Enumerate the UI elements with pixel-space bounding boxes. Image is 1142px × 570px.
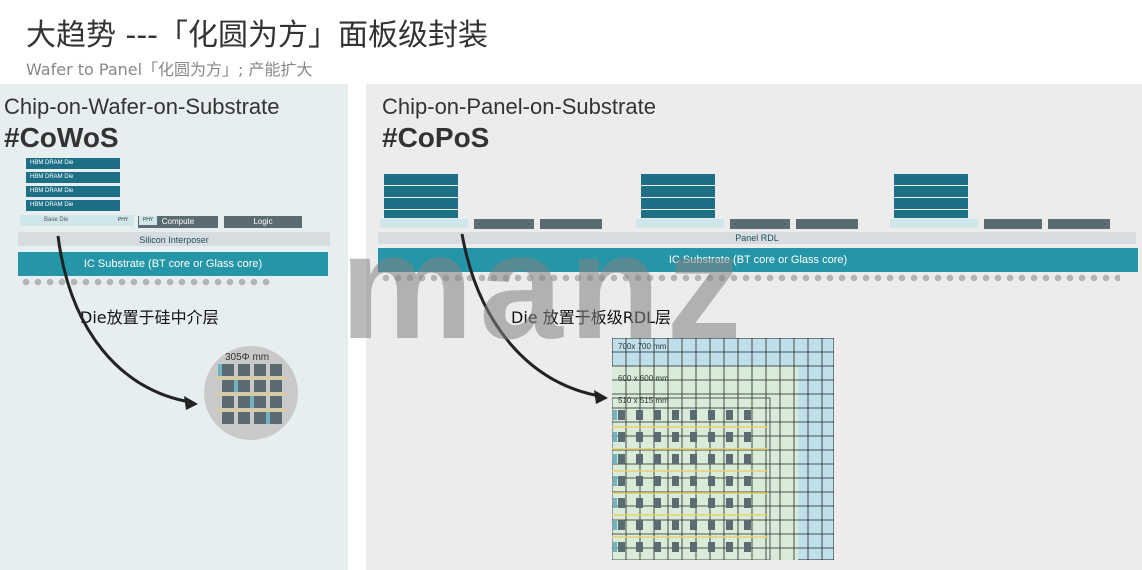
copos-arrow (460, 233, 608, 404)
copos-logic-2 (796, 219, 858, 229)
copos-logic-3 (1048, 219, 1110, 229)
watermark-logo: manz (340, 202, 748, 370)
copos-caption: Die 放置于板级RDL层 (511, 308, 672, 327)
compute-die: Compute (138, 216, 218, 228)
cowos-arrow (56, 235, 198, 410)
wafer-circle (204, 346, 298, 440)
copos-hbm-stack-2 (641, 174, 715, 185)
copos-base-die-2 (636, 219, 724, 228)
copos-hbm-stack-1 (384, 174, 458, 185)
copos-hbm-stack-1 (384, 186, 458, 197)
cowos-tag: #CoWoS (4, 122, 119, 153)
hbm-die-2: HBM DRAM Die (26, 172, 120, 183)
copos-hbm-stack-3 (894, 210, 968, 218)
page-subtitle: Wafer to Panel「化圆为方」; 产能扩大 (26, 60, 313, 79)
copos-substrate: IC Substrate (BT core or Glass core) (378, 248, 1138, 272)
copos-hbm-stack-1 (384, 198, 458, 209)
cowos-caption: Die放置于硅中介层 (80, 308, 219, 327)
hbm-die-1: HBM DRAM Die (26, 158, 120, 169)
page-title: 大趋势 ---「化圆为方」面板级封装 (26, 18, 489, 53)
wafer-die-grid (216, 364, 286, 424)
copos-hbm-stack-2 (641, 210, 715, 218)
copos-compute-2 (730, 219, 790, 229)
copos-hbm-stack-1 (384, 210, 458, 218)
copos-heading: Chip-on-Panel-on-Substrate (382, 94, 656, 119)
size-label-700: 700x 700 mm (618, 342, 667, 351)
hbm-die-4: HBM DRAM Die (26, 200, 120, 211)
copos-logic-1 (540, 219, 602, 229)
size-label-600: 600 x 600 mm (618, 374, 669, 383)
cowos-solder-balls (20, 278, 270, 286)
wafer-size-label: 305Φ mm (225, 352, 270, 363)
copos-hbm-stack-3 (894, 174, 968, 185)
logic-die: Logic (224, 216, 302, 228)
copos-hbm-stack-3 (894, 198, 968, 209)
copos-hbm-stack-3 (894, 186, 968, 197)
panel-grid-svg (611, 337, 835, 561)
base-die: Base Die (20, 215, 134, 226)
panel-size-grid: 700x 700 mm 600 x 600 mm 510 x 515 mm (611, 337, 835, 561)
size-label-510: 510 x 515 mm (618, 396, 669, 405)
panel-rdl: Panel RDL (378, 232, 1136, 244)
copos-hbm-stack-2 (641, 198, 715, 209)
phy-left-label: PHY (114, 216, 132, 225)
copos-base-die-1 (380, 219, 468, 228)
copos-compute-3 (984, 219, 1042, 229)
silicon-interposer: Silicon Interposer (18, 232, 330, 246)
copos-base-die-3 (890, 219, 978, 228)
cowos-substrate: IC Substrate (BT core or Glass core) (18, 252, 328, 276)
copos-compute-1 (474, 219, 534, 229)
copos-hbm-stack-2 (641, 186, 715, 197)
phy-right-label: PHY (139, 216, 157, 225)
hbm-die-3: HBM DRAM Die (26, 186, 120, 197)
copos-solder-balls (380, 274, 1120, 282)
copos-tag: #CoPoS (382, 122, 490, 153)
cowos-heading: Chip-on-Wafer-on-Substrate (4, 94, 280, 119)
